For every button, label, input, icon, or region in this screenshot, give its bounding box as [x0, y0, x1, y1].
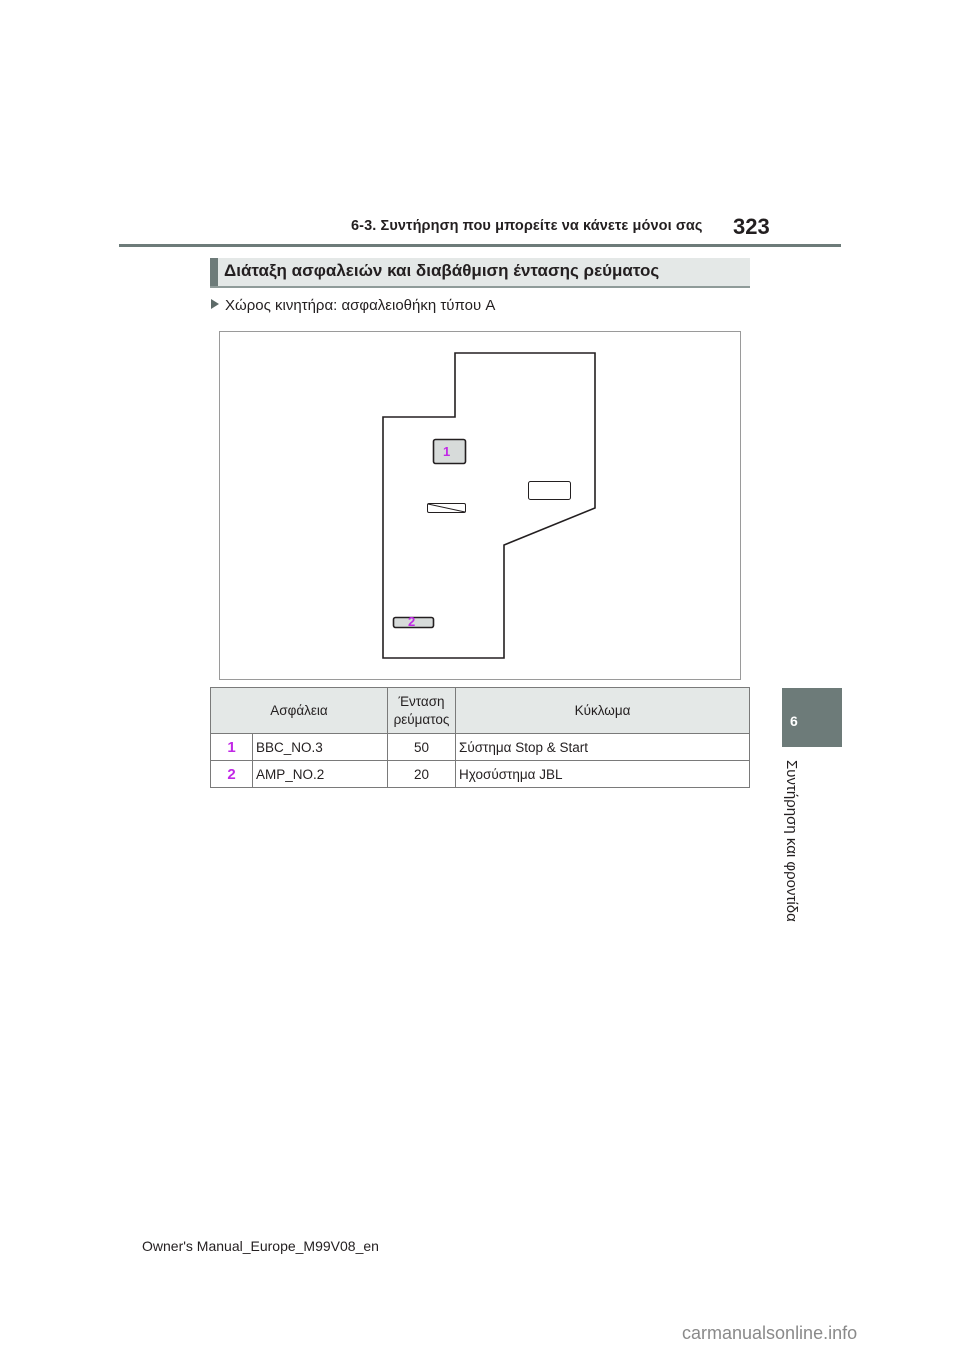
- chapter-tab: 6: [782, 688, 842, 747]
- fuse-name: AMP_NO.2: [252, 760, 388, 788]
- fuse-amperage: 20: [387, 760, 456, 788]
- fuse-box-outline-figure: [382, 352, 596, 659]
- chapter-number: 6: [790, 713, 798, 729]
- header-divider: [119, 244, 841, 247]
- relay-slot: [528, 481, 571, 500]
- header-amperage-line2: ρεύματος: [393, 711, 450, 727]
- fuse-amperage: 50: [387, 733, 456, 761]
- fuse-circuit: Σύστημα Stop & Start: [455, 733, 750, 761]
- section-title: Διάταξη ασφαλειών και διαβάθμιση έντασης…: [224, 261, 660, 280]
- header-circuit: Κύκλωμα: [455, 687, 750, 734]
- bullet-item: Χώρος κινητήρα: ασφαλειοθήκη τύπου A: [211, 297, 495, 314]
- fuse-1-slot: [432, 438, 467, 465]
- fuse-name: BBC_NO.3: [252, 733, 388, 761]
- header-fuse: Ασφάλεια: [210, 687, 388, 734]
- fuse-2-slot: [392, 616, 435, 629]
- fuse-circuit: Ηχοσύστημα JBL: [455, 760, 750, 788]
- header-amperage: Ένταση ρεύματος: [387, 687, 456, 734]
- table-row: 2 AMP_NO.2 20 Ηχοσύστημα JBL: [210, 760, 750, 788]
- page-number: 323: [733, 214, 770, 239]
- table-header-row: Ασφάλεια Ένταση ρεύματος Κύκλωμα: [210, 687, 750, 734]
- section-title-bar: Διάταξη ασφαλειών και διαβάθμιση έντασης…: [210, 258, 750, 288]
- callout-2: 2: [408, 614, 416, 629]
- chapter-side-label: Συντήρηση και φροντίδα: [783, 760, 800, 922]
- fuse-box-outline: [382, 352, 596, 659]
- section-title-accent: [210, 258, 218, 286]
- triangle-bullet-icon: [211, 299, 219, 309]
- header-amperage-line1: Ένταση: [398, 693, 445, 709]
- fuse-box-diagram: 1 2: [219, 331, 741, 680]
- callout-1: 1: [443, 444, 451, 459]
- bullet-text: Χώρος κινητήρα: ασφαλειοθήκη τύπου A: [225, 297, 496, 314]
- watermark: carmanualsonline.info: [682, 1323, 858, 1343]
- diagonal-slot: [427, 503, 466, 513]
- table-row: 1 BBC_NO.3 50 Σύστημα Stop & Start: [210, 733, 750, 761]
- row-number: 2: [210, 760, 253, 788]
- fuse-table: Ασφάλεια Ένταση ρεύματος Κύκλωμα 1 BBC_NO…: [210, 687, 750, 788]
- footer-manual-id: Owner's Manual_Europe_M99V08_en: [142, 1238, 379, 1254]
- running-header-section: 6-3. Συντήρηση που μπορείτε να κάνετε μό…: [351, 218, 703, 234]
- diagonal-slot-line: [427, 503, 466, 513]
- row-number: 1: [210, 733, 253, 761]
